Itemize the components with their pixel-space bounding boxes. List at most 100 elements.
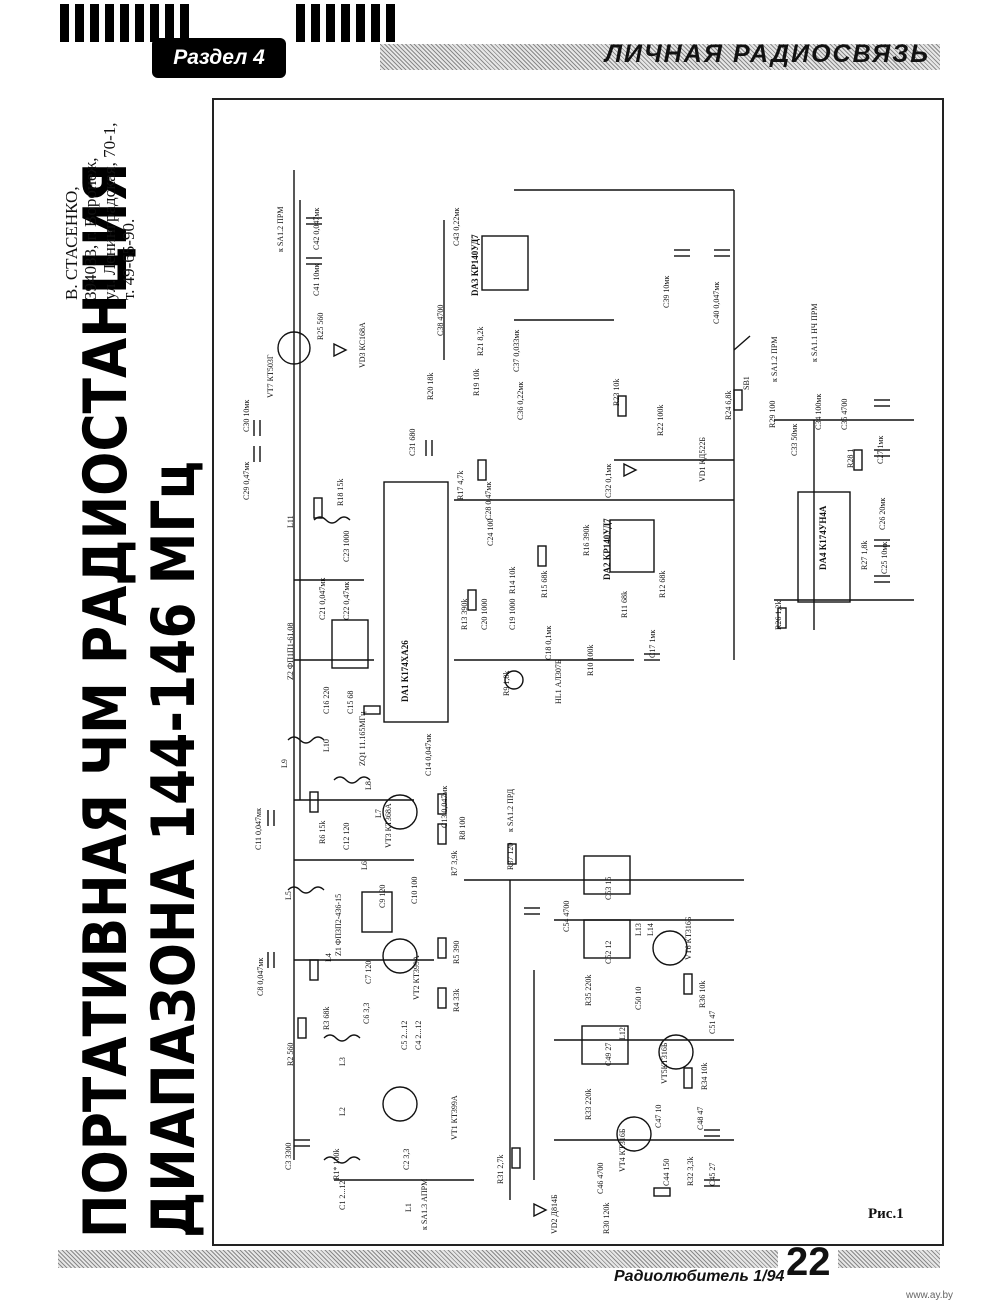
c12-label: C12 120 [342, 822, 351, 850]
capacitor-group [253, 217, 890, 1187]
vt3-label: VT3 КТ368А [384, 803, 393, 848]
r14-label: R14 10k [508, 566, 517, 594]
section-title: ЛИЧНАЯ РАДИОСВЯЗЬ [604, 40, 930, 68]
hl1-label: HL1 АЛ307Б [554, 659, 563, 704]
resistor [683, 1067, 693, 1089]
chip-da3-label: DA3 КР140УД7 [470, 234, 480, 296]
r21-label: R21 8,2k [476, 326, 485, 356]
r27-label: R27 1,8k [860, 540, 869, 570]
resistor [477, 459, 487, 481]
author-line: В. СТАСЕНКО, [62, 186, 81, 300]
transistor-vt3 [382, 794, 418, 830]
tank-l14 [583, 855, 631, 895]
c7-label: C7 120 [364, 960, 373, 984]
vt4-label: VT4 КТ316Б [618, 1128, 627, 1172]
r25-label: R25 560 [316, 312, 325, 340]
c33-label: C33 50мк [790, 423, 799, 456]
vt5-label: VT5КТ316Б [660, 1042, 669, 1084]
r16-label: R16 390k [582, 524, 591, 556]
c41-label: C41 10мк [312, 263, 321, 296]
c22-label: C22 0,47мк [342, 581, 351, 620]
transistor-vt5 [658, 1034, 694, 1070]
vd3-label: VD3 КС168А [358, 322, 367, 368]
resistor [733, 389, 743, 411]
c19-label: C19 1000 [508, 598, 517, 630]
resistor [853, 449, 863, 471]
c48-label: C48 47 [696, 1106, 705, 1130]
vt1-label: VT1 КТ399А [450, 1095, 459, 1140]
filter-z1 [361, 891, 393, 933]
r28-label: R28 1 [846, 448, 855, 468]
c20-label: C20 1000 [480, 598, 489, 630]
led-hl1 [504, 670, 524, 690]
c47-label: C47 10 [654, 1104, 663, 1128]
r19-label: R19 10k [472, 368, 481, 396]
sb1-label: SB1 [742, 376, 751, 390]
watermark: www.ay.by [906, 1290, 954, 1301]
r4-label: R4 33k [452, 988, 461, 1012]
r26-label: R26 1,2k [774, 600, 783, 630]
sa-mid-label: к SA1.2 ПРД [506, 788, 515, 832]
resistor [437, 987, 447, 1009]
l3-label: L3 [338, 1057, 347, 1066]
c54-label: C54 4700 [562, 900, 571, 932]
c3-label: C3 3300 [284, 1142, 293, 1170]
r35-label: R35 220k [584, 974, 593, 1006]
crystal [653, 1187, 671, 1197]
article-title-line-2: ДИАПАЗОНА 144-146 МГц [140, 460, 209, 1238]
r12-label: R12 68k [658, 570, 667, 598]
inductor-l3 [323, 1034, 361, 1042]
resistor [437, 937, 447, 959]
resistor [617, 395, 627, 417]
l4-label: L4 [324, 953, 333, 962]
c39-label: C39 10мк [662, 275, 671, 308]
r3-label: R3 68k [322, 1006, 331, 1030]
r10-label: R10 100k [586, 644, 595, 676]
header-stripes-left [60, 4, 189, 42]
resistor [309, 791, 319, 813]
figure-label: Рис.1 [868, 1206, 904, 1222]
c8-label: C8 0,047мк [256, 957, 265, 996]
vt7-label: VT7 КТ503Г [266, 354, 275, 398]
c40-label: C40 0,047мк [712, 281, 721, 324]
section-tab: Раздел 4 [152, 38, 286, 78]
l2-label: L2 [338, 1107, 347, 1116]
c50-label: C50 10 [634, 986, 643, 1010]
transistor-vt1 [382, 1086, 418, 1122]
c24-label: C24 100 [486, 518, 495, 546]
r5-label: R5 390 [452, 940, 461, 964]
inductor-l7 [333, 776, 371, 784]
c10-label: C10 100 [410, 876, 419, 904]
diode-vd2 [533, 1202, 548, 1218]
footer-hatch-left [58, 1250, 778, 1268]
footer-hatch-right [838, 1250, 940, 1268]
r13-label: R13 390k [460, 598, 469, 630]
l13-label: L13 [634, 923, 643, 936]
diode-vd1 [623, 462, 638, 478]
c13-label: C13 0,047мк [440, 785, 449, 828]
r20-label: R20 18k [426, 372, 435, 400]
chip-da1 [383, 481, 449, 723]
schematic-frame: DA1 К174ХА26 DA2 КР140УД7 DA3 КР140УД7 D… [212, 98, 944, 1246]
inductor-l9 [287, 736, 325, 744]
c35-label: C35 4700 [840, 398, 849, 430]
c29-label: C29 0,47мк [242, 461, 251, 500]
c45-label: C45 27 [708, 1162, 717, 1186]
resistor [297, 1017, 307, 1039]
author-line: т. 49-65-90. [119, 218, 138, 300]
c42-label: C42 0,047мк [312, 207, 321, 250]
l5-label: L5 [284, 891, 293, 900]
l10-label: L10 [322, 739, 331, 752]
c38-label: C38 4700 [436, 304, 445, 336]
author-line: 394033, г. Воронеж, [81, 157, 100, 300]
c4-label: C4 2...12 [414, 1020, 423, 1050]
chip-da3 [481, 235, 529, 291]
sa-bottom-label: к SA1.3 АПРМ [420, 1178, 429, 1230]
r15-label: R15 68k [540, 570, 549, 598]
c1-label: C1 2...12 [338, 1180, 347, 1210]
r6-label: R6 15k [318, 820, 327, 844]
c2-label: C2 3,3 [402, 1148, 411, 1170]
sa-right-b-label: к SA1.1 НЧ ПРМ [810, 303, 819, 362]
r8-label: R8 100 [458, 816, 467, 840]
filter-z2 [331, 619, 369, 669]
